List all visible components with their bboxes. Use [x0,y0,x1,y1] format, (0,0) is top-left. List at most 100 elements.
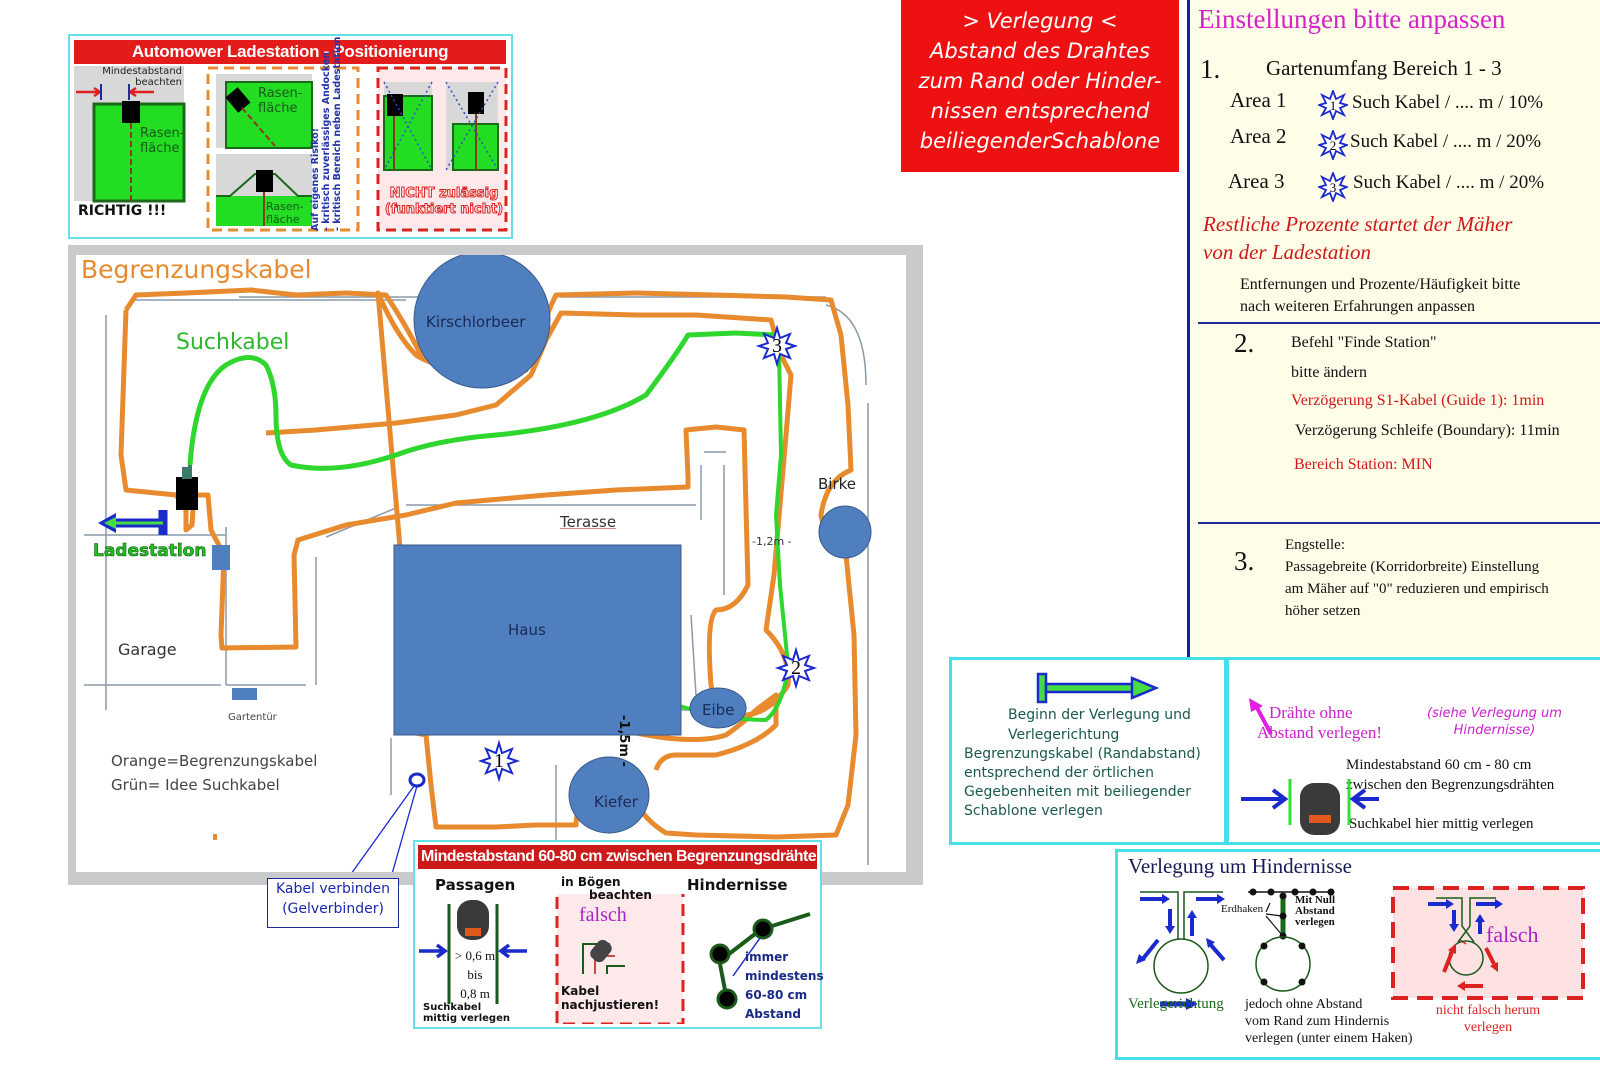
area-label: Area 2 [1230,124,1287,148]
min-distance-line: zwischen den Begrenzungsdrähten [1346,777,1555,793]
laying-direction-label: Verlegerichtung [1128,996,1224,1012]
guide-center-note: Suchkabel hier mittig verlegen [1349,816,1534,832]
gate-label: Gartentür [228,712,277,723]
guide-wire [187,330,777,471]
wrong-label: falsch [1486,922,1539,947]
note-line: Gegebenheiten mit beiliegender [964,784,1192,800]
settings-title: Einstellungen bitte anpassen [1198,4,1506,34]
start-arrow-icon [1036,672,1160,704]
wrong-frame [555,894,685,1024]
passagen-heading: Passagen [435,876,516,894]
star-3-marker: 3 [755,324,799,368]
star-1-icon: 1 [1318,90,1348,120]
note-line: Kabel [561,984,600,998]
note-line: verlegen (unter einem Haken) [1245,1031,1413,1046]
charging-station-icon [176,477,198,510]
info-line: beiliegenderSchablone [919,129,1161,153]
section-number: 1. [1200,54,1221,84]
wrong-direction-note: nicht falsch herum verlegen [1408,1002,1568,1036]
width-line: 0,8 m [460,986,490,1001]
lawn-label: Rasen-fläche [266,200,304,226]
note-line: Abstand [745,1007,801,1021]
star-number: 1 [1330,98,1337,113]
legend-line: Grün= Idee Suchkabel [111,776,280,794]
ground-hook-label: Erdhaken [1221,903,1264,915]
obstacle-routing-drawing [1136,886,1585,1010]
charging-station-icon [256,170,273,192]
note-line: Mit Null [1295,894,1336,906]
tree-eibe [689,687,747,729]
cross-icon [445,81,499,171]
narrow-line: Passagebreite (Korridorbreite) Einstellu… [1285,559,1540,575]
narrow-line: höher setzen [1285,603,1361,619]
note-line: beachten [589,888,652,902]
note-line: Begrenzungskabel (Randabstand) [964,746,1201,762]
command-line: bitte ändern [1291,364,1367,381]
adjust-note: nach weiteren Erfahrungen anpassen [1240,298,1475,315]
star-number: 2 [791,657,801,679]
label-line: Rasen- [258,86,303,101]
adjust-note: Entfernungen und Prozente/Häufigkeit bit… [1240,276,1521,293]
curves-note: in Bögen beachten [561,876,652,902]
kiefer-label: Kiefer [594,793,638,811]
birke-label: Birke [818,475,857,493]
section-divider [1198,322,1600,324]
guide-start [182,467,192,479]
callout-line: (Gelverbinder) [282,901,384,917]
note-line: Drähte ohne [1269,703,1353,722]
settings-panel: Einstellungen bitte anpassen 1. Gartenum… [1187,0,1600,658]
not-allowed-label: NICHT zulässig(funktiert nicht) [380,186,508,218]
info-line: zum Rand oder Hinder- [918,69,1162,93]
lawn-label: Rasen-fläche [258,86,302,116]
charging-station-label: Ladestation [93,541,207,562]
risk-line: - kritisch zuverlässiges Andocken [321,51,332,231]
width-line: bis [467,967,483,982]
star-2-marker: 2 [774,646,818,690]
positioning-title: Automower Ladestation - Positionierung [74,40,506,64]
min-distance-line: Mindestabstand 60 cm - 80 cm [1346,757,1532,773]
map-title: Begrenzungskabel [81,255,312,284]
narrow-line: Engstelle: [1285,537,1345,553]
min-distance-panel: Drähte ohne Abstand verlegen! (siehe Ver… [1226,657,1600,845]
charging-station-icon [225,87,251,113]
label-line: Rasen- [266,200,304,213]
passage-width: > 0,6 m bis 0,8 m [453,946,497,1003]
station-range: Bereich Station: MIN [1294,456,1433,473]
section-number: 3. [1234,546,1255,576]
guide-center-note: Suchkabel mittig verlegen [423,1002,510,1024]
delay-guide: Verzögerung S1-Kabel (Guide 1): 1min [1291,392,1545,409]
obstacle-routing-panel: Verlegung um Hindernisse [1115,849,1600,1060]
info-line: > Verlegung < [962,9,1118,33]
positioning-panel: Automower Ladestation - Positionierung [68,34,513,239]
star-number: 1 [494,750,504,772]
garden-map-frame: 1 2 3 Begrenzungskabel Suchkabel Kirschl… [68,245,923,885]
arrow-left-icon [498,943,527,959]
note-line: nachjustieren! [561,998,660,1012]
boundary-wire [118,309,794,719]
label-line: Rasen- [140,126,185,141]
distance-rules-drawing [419,894,811,1024]
wrong-frame [1391,886,1585,1000]
risk-note: Auf eigenes Risiko! - kritisch zuverläss… [310,37,343,231]
note-line: verlegen [1463,1020,1513,1035]
area-text: Such Kabel / .... m / 20% [1350,131,1542,152]
house [393,544,682,736]
boundary-note: Begrenzungskabel (Randabstand) entsprech… [964,745,1201,821]
connector-callout: Kabel verbinden (Gelverbinder) [267,878,399,928]
note-line: mindestens [745,969,824,983]
lawn-label: Rasen-fläche [140,126,184,156]
no-gap-hook-note: jedoch ohne Abstand vom Rand zum Hindern… [1245,996,1413,1047]
note-line: Verlegerichtung [1008,727,1120,743]
risk-line: Auf eigenes Risiko! [310,127,321,231]
section-divider [1198,522,1600,524]
star-number: 2 [1330,138,1337,153]
wrong-label: falsch [579,904,627,926]
cable-connector-icon [408,772,426,788]
narrow-line: am Mäher auf "0" reduzieren und empirisc… [1285,581,1549,597]
no-gap-note: Drähte ohne Abstand verlegen! [1257,703,1382,743]
note-line: Abstand verlegen! [1257,723,1383,742]
risk-line: - kritisch Bereich neben Ladestation [332,36,343,231]
label-line: Mindestabstand [102,66,182,77]
distance-rules-panel: Mindestabstand 60-80 cm zwischen Begrenz… [413,840,824,1029]
note-line: Suchkabel [423,1002,482,1013]
